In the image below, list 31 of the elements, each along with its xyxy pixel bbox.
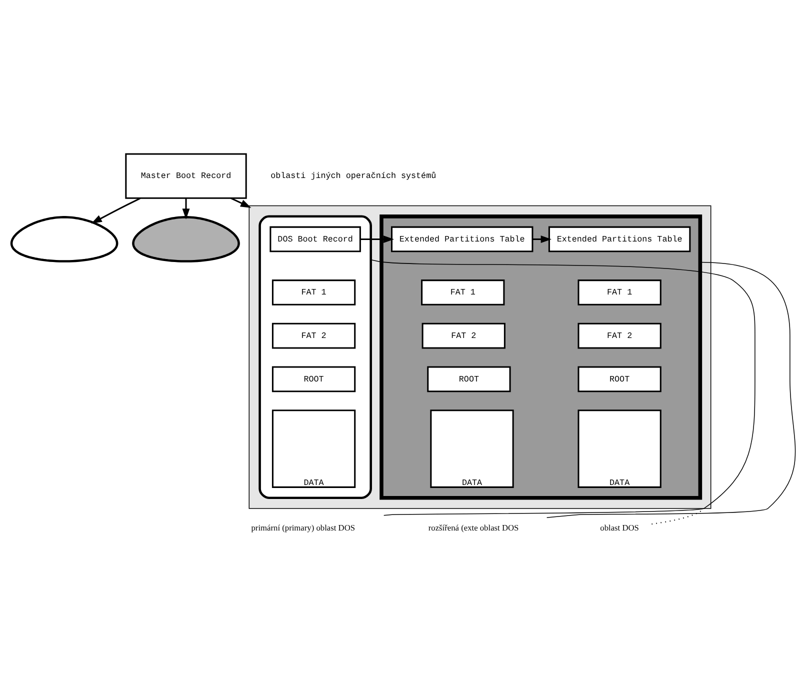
node-box: FAT 1	[272, 279, 356, 305]
arrow	[360, 235, 394, 242]
node-box: Extended Partitions Table	[391, 226, 534, 252]
arrow	[230, 196, 252, 208]
node-box: FAT 2	[578, 322, 662, 348]
connector	[546, 261, 796, 518]
arrow	[91, 197, 141, 224]
node-box: DATA	[430, 409, 514, 488]
cluster	[380, 214, 702, 500]
node-box: ROOT	[578, 366, 662, 392]
node-box: ROOT	[272, 366, 356, 392]
node-box: Extended Partitions Table	[548, 226, 691, 252]
node-box: FAT 2	[272, 322, 356, 348]
node-box: DATA	[272, 409, 356, 488]
cluster	[258, 214, 372, 498]
node-cloud	[132, 216, 240, 262]
cluster	[248, 204, 712, 508]
node-box: ROOT	[427, 366, 511, 392]
node-box: DATA	[578, 409, 662, 488]
node-text: oblast DOS	[600, 522, 639, 532]
connector	[370, 258, 756, 516]
node-box: FAT 1	[578, 279, 662, 305]
node-box: Master Boot Record	[125, 152, 247, 198]
node-box: DOS Boot Record	[270, 226, 361, 252]
arrow	[532, 235, 552, 242]
arrow	[182, 198, 190, 219]
node-text: rozšířená (exte oblast DOS	[428, 522, 519, 532]
node-box: FAT 1	[421, 279, 505, 305]
label: oblasti jiných operačních systémů	[270, 170, 436, 181]
node-box: FAT 2	[422, 322, 506, 348]
node-text: primární (primary) oblast DOS	[251, 522, 356, 532]
